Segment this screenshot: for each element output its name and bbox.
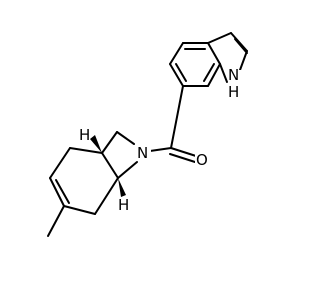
methyl-bond xyxy=(47,205,65,237)
atom-labels: N H N O H H xyxy=(79,66,248,214)
pyrrolidine-ring xyxy=(101,131,138,179)
atom-label-carbonyl-o: O xyxy=(196,151,208,169)
aryl-carbonyl-bond xyxy=(170,85,184,149)
indole-pyrrole-ring xyxy=(207,32,248,83)
atom-label-stereo-h-top: H xyxy=(79,126,90,144)
cyclohexene-ring xyxy=(49,147,119,215)
carbonyl-amide-bond xyxy=(149,147,172,152)
atom-label-amide-n: N xyxy=(137,144,148,162)
atom-label-stereo-h-bottom: H xyxy=(118,196,129,214)
atom-label-nh-h: H xyxy=(228,83,239,101)
stereo-wedges xyxy=(90,135,126,197)
molecule-drawing: N H N O H H xyxy=(47,32,248,237)
structure-diagram: N H N O H H xyxy=(47,32,248,237)
indole-benzene-ring xyxy=(169,42,221,87)
atom-label-nh-n: N xyxy=(228,66,239,84)
carbonyl-double-bond xyxy=(169,147,197,163)
